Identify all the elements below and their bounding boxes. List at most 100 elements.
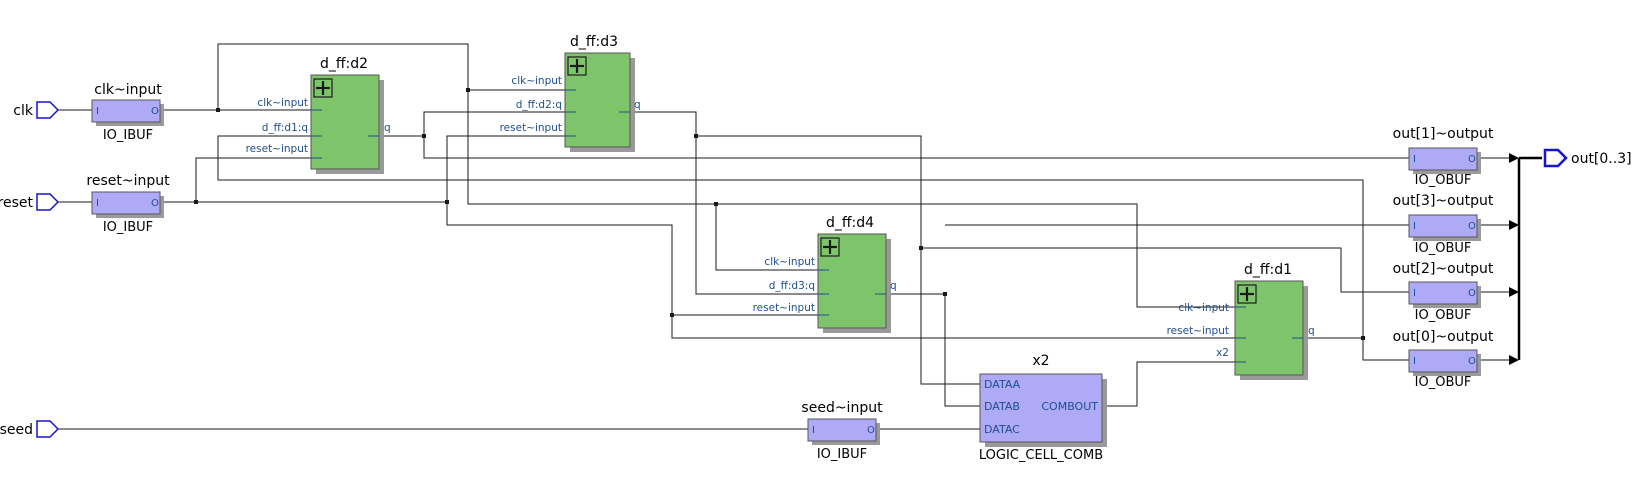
- net-d1-q[interactable]: [217, 135, 1409, 361]
- cell-type: IO_OBUF: [1415, 375, 1472, 390]
- cell-type: IO_IBUF: [103, 220, 153, 235]
- pin-label: I: [812, 425, 815, 436]
- junction-dot: [919, 246, 923, 250]
- io-buffer-body[interactable]: [1408, 281, 1478, 305]
- logic-cell-x2[interactable]: x2 DATAA DATAB DATAC COMBOUT LOGIC_CELL_…: [979, 353, 1107, 463]
- input-port-icon[interactable]: [36, 193, 60, 211]
- pin-label: I: [96, 198, 99, 209]
- pin-reset: reset~input: [246, 143, 308, 155]
- instance-name: d_ff:d4: [826, 215, 874, 231]
- pin-q: q: [634, 99, 641, 111]
- net-clk[interactable]: [164, 43, 1235, 308]
- instance-name: d_ff:d2: [320, 56, 368, 72]
- pin-label: I: [96, 106, 99, 117]
- expand-icon[interactable]: [820, 237, 840, 257]
- io-buffer-body[interactable]: [1408, 214, 1478, 238]
- instance-name: clk~input: [94, 82, 162, 98]
- pin-label: I: [1413, 288, 1416, 299]
- nets: [58, 43, 1542, 430]
- junctions: [194, 88, 1365, 340]
- pin-clk: clk~input: [511, 75, 562, 87]
- out-bus[interactable]: [1517, 156, 1542, 360]
- pin-dataa: DATAA: [984, 378, 1021, 391]
- flip-flop-d3[interactable]: d_ff:d3 clk~input d_ff:d2:q reset~input …: [500, 34, 641, 152]
- instance-name: out[1]~output: [1393, 126, 1494, 142]
- obuf-out0[interactable]: out[0]~output I O IO_OBUF: [1393, 329, 1494, 390]
- obuf-out2[interactable]: out[2]~output I O IO_OBUF: [1393, 261, 1494, 323]
- net-x2[interactable]: [1103, 361, 1235, 407]
- pin-reset: reset~input: [500, 122, 562, 134]
- pin-combout: COMBOUT: [1041, 400, 1098, 413]
- expand-icon[interactable]: [1237, 284, 1257, 304]
- pin-label: I: [1413, 356, 1416, 367]
- obuf-out3[interactable]: out[3]~output I O IO_OBUF: [1393, 193, 1494, 256]
- ibuf-reset[interactable]: reset~input I O IO_IBUF: [86, 173, 170, 235]
- io-buffer-body[interactable]: [1408, 349, 1478, 373]
- io-buffer-body[interactable]: [91, 191, 161, 215]
- pin-label: O: [151, 198, 159, 209]
- input-port-icon[interactable]: [36, 101, 60, 119]
- port-seed[interactable]: seed: [0, 420, 60, 438]
- junction-dot: [422, 134, 426, 138]
- pin-d: x2: [1216, 347, 1229, 359]
- pin-datab: DATAB: [984, 400, 1020, 413]
- pin-label: O: [867, 425, 875, 436]
- ibuf-clk[interactable]: clk~input I O IO_IBUF: [91, 82, 164, 143]
- net-d3-q[interactable]: [630, 111, 980, 385]
- flip-flop-d1[interactable]: d_ff:d1 clk~input reset~input x2 q: [1167, 262, 1315, 380]
- pin-label: I: [1413, 154, 1416, 165]
- port-reset[interactable]: reset: [0, 193, 60, 211]
- instance-name: out[0]~output: [1393, 329, 1494, 345]
- port-seed-label: seed: [0, 422, 33, 438]
- port-out[interactable]: out[0..3]: [1543, 148, 1632, 168]
- port-out-label: out[0..3]: [1571, 151, 1632, 167]
- ibuf-seed[interactable]: seed~input I O IO_IBUF: [801, 400, 883, 462]
- instance-name: out[3]~output: [1393, 193, 1494, 209]
- net-reset[interactable]: [164, 135, 1235, 339]
- pin-d: d_ff:d1:q: [262, 122, 308, 134]
- io-buffer-body[interactable]: [91, 99, 161, 123]
- output-port-icon[interactable]: [1543, 148, 1568, 168]
- pin-reset: reset~input: [753, 302, 815, 314]
- pin-clk: clk~input: [1178, 302, 1229, 314]
- port-clk-label: clk: [13, 103, 34, 119]
- instance-name: x2: [1032, 353, 1049, 369]
- port-reset-label: reset: [0, 195, 34, 211]
- junction-dot: [694, 134, 698, 138]
- io-buffer-body[interactable]: [807, 418, 877, 442]
- cell-type: IO_IBUF: [817, 447, 867, 462]
- pin-label: O: [1468, 154, 1476, 165]
- pin-label: O: [1468, 288, 1476, 299]
- net-d4-q[interactable]: [865, 224, 1409, 407]
- pin-clk: clk~input: [764, 256, 815, 268]
- net-d2-q[interactable]: [377, 111, 1409, 159]
- obuf-out1[interactable]: out[1]~output I O IO_OBUF: [1393, 126, 1494, 188]
- port-clk[interactable]: clk: [13, 101, 60, 119]
- flip-flop-d4[interactable]: d_ff:d4 clk~input d_ff:d3:q reset~input …: [753, 215, 897, 333]
- io-buffer-body[interactable]: [1408, 147, 1478, 171]
- logic-cell-body[interactable]: [979, 373, 1103, 443]
- pin-datac: DATAC: [984, 423, 1020, 436]
- junction-dot: [445, 200, 449, 204]
- pin-label: O: [1468, 356, 1476, 367]
- pin-d: d_ff:d2:q: [516, 99, 562, 111]
- pin-label: O: [151, 106, 159, 117]
- junction-dot: [714, 202, 718, 206]
- pin-reset: reset~input: [1167, 325, 1229, 337]
- cell-type: IO_OBUF: [1415, 173, 1472, 188]
- junction-dot: [194, 200, 198, 204]
- expand-icon[interactable]: [313, 78, 333, 98]
- input-port-icon[interactable]: [36, 420, 60, 438]
- instance-name: reset~input: [86, 173, 170, 189]
- pin-clk: clk~input: [257, 97, 308, 109]
- cell-type: IO_OBUF: [1415, 308, 1472, 323]
- expand-icon[interactable]: [567, 56, 587, 76]
- instance-name: d_ff:d3: [570, 34, 618, 50]
- flip-flop-d2[interactable]: d_ff:d2 clk~input d_ff:d1:q reset~input …: [246, 56, 391, 174]
- pin-label: O: [1468, 221, 1476, 232]
- instance-name: out[2]~output: [1393, 261, 1494, 277]
- instance-name: d_ff:d1: [1244, 262, 1292, 278]
- bus-arrow-out1: [1509, 153, 1519, 163]
- bus-arrow-out2: [1509, 287, 1519, 297]
